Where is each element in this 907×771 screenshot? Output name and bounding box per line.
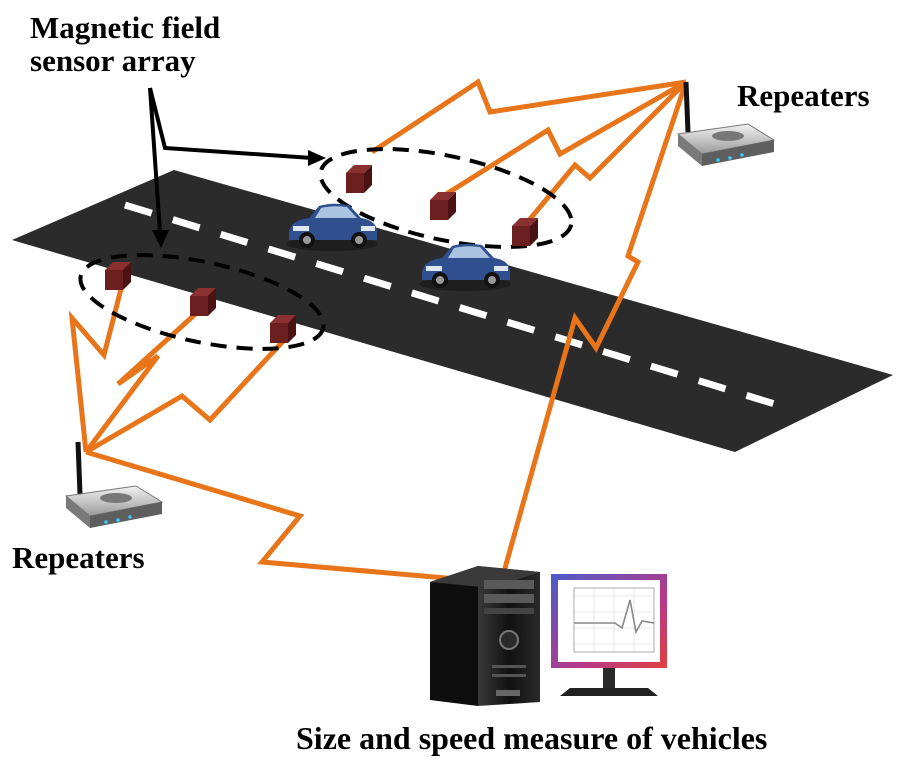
diagram-caption: Size and speed measure of vehicles (296, 720, 768, 756)
link-right-sensor2 (438, 79, 688, 201)
sensor-array-label: Magnetic field sensor array (30, 10, 221, 78)
sensor-cube-icon (512, 218, 538, 246)
road (12, 170, 893, 452)
label-arrows (148, 87, 326, 248)
repeater-left-wireless-router-icon (64, 441, 164, 528)
link-right-sensor1 (370, 78, 687, 155)
repeater-right-label: Repeaters (737, 78, 870, 113)
desktop-computer-icon (430, 566, 540, 706)
arrowhead-down (152, 230, 169, 248)
link-left-sensor1 (68, 284, 125, 453)
sensor-array-boundary-left (78, 253, 326, 351)
repeater-left-label: Repeaters (12, 540, 145, 575)
repeater-right-wireless-router-icon (676, 81, 776, 166)
link-right-computer (497, 81, 689, 587)
link-left-computer (85, 449, 493, 585)
lane-marking (123, 201, 780, 409)
sensor-cube-icon (190, 288, 216, 316)
arrowhead-right (308, 150, 326, 166)
sensor-cube-icon (270, 315, 296, 343)
sensor-array-label-line1: Magnetic field (30, 10, 221, 45)
sensor-cube-icon (346, 165, 372, 193)
monitor-signal-trace (574, 599, 655, 635)
sensor-cube-icon (105, 262, 131, 290)
arrow-to-right-array (148, 87, 313, 160)
link-left-sensor2 (84, 306, 204, 454)
sensor-cube-icon (430, 192, 456, 220)
link-left-sensor3 (84, 336, 288, 455)
sensor-array-label-line2: sensor array (30, 42, 196, 78)
sensor-array-boundary-right (318, 147, 574, 249)
arrow-to-left-array (148, 87, 162, 233)
monitor-icon (551, 574, 667, 696)
